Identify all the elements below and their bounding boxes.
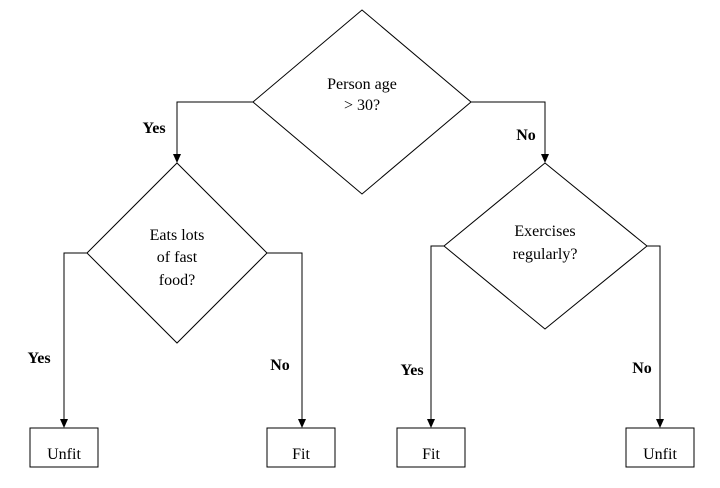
fast-food-question-line-2: of fast <box>157 249 198 266</box>
leaf-node-4 <box>625 427 695 468</box>
leaf-node-1 <box>29 427 99 468</box>
edge-label-fast-food-yes: Yes <box>27 350 50 367</box>
connector-exercise-yes <box>430 245 444 421</box>
arrowhead-root-yes <box>173 154 181 163</box>
connector-fast-food-no <box>267 252 303 421</box>
connector-root-yes <box>176 101 253 156</box>
leaf-node-2 <box>266 427 336 468</box>
edge-label-root-yes: Yes <box>142 120 165 137</box>
exercise-question-line-2: regularly? <box>513 246 578 263</box>
connector-root-no <box>471 101 546 156</box>
decision-node-fast-food <box>86 162 268 344</box>
arrowhead-fast-food-yes <box>60 419 68 428</box>
leaf-3-label: Fit <box>422 446 440 463</box>
edge-label-exercise-yes: Yes <box>400 362 423 379</box>
decision-node-root <box>252 9 472 195</box>
arrowhead-exercise-no <box>656 419 664 428</box>
arrowhead-root-no <box>541 154 549 163</box>
leaf-node-3 <box>396 427 466 468</box>
exercise-question-line-1: Exercises <box>514 223 575 240</box>
connector-fast-food-yes <box>63 252 87 421</box>
edge-label-root-no: No <box>516 127 536 144</box>
leaf-2-label: Fit <box>292 446 310 463</box>
connector-exercise-no <box>647 245 661 421</box>
arrowhead-exercise-yes <box>427 419 435 428</box>
arrowhead-fast-food-no <box>298 419 306 428</box>
root-question-line-1: Person age <box>327 76 397 93</box>
fast-food-question-line-1: Eats lots <box>150 227 205 244</box>
leaf-4-label: Unfit <box>643 446 677 463</box>
fast-food-question-line-3: food? <box>159 272 195 289</box>
edge-label-exercise-no: No <box>632 360 652 377</box>
decision-node-exercise <box>443 162 648 330</box>
edge-label-fast-food-no: No <box>270 357 290 374</box>
leaf-1-label: Unfit <box>47 446 81 463</box>
root-question-line-2: > 30? <box>344 97 380 114</box>
